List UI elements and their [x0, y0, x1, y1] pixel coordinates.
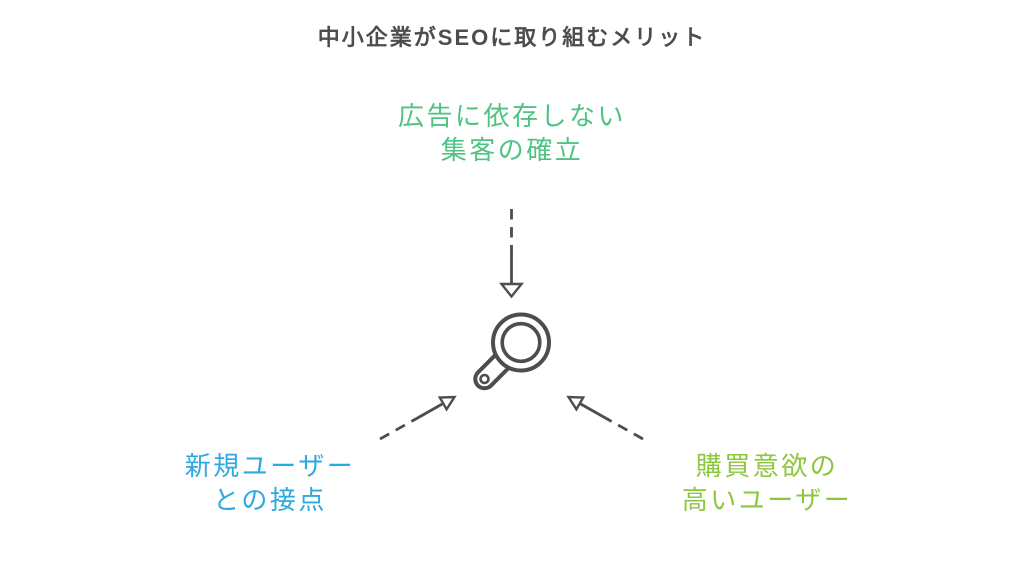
node-top-line2: 集客の確立: [440, 135, 584, 165]
arrow-right-head: [566, 395, 586, 412]
node-bottom-right-line2: 高いユーザー: [681, 485, 853, 515]
arrow-right-solid-segment: [578, 401, 610, 422]
arrow-bottomright-to-center: [566, 395, 644, 441]
arrow-bottomleft-to-center: [379, 395, 457, 441]
arrow-right-dashed-segment: [607, 418, 644, 441]
magnifier-handle-hole: [479, 373, 490, 385]
arrow-top-head: [499, 282, 524, 299]
node-top-line1: 広告に依存しない: [397, 101, 626, 131]
arrow-left-head: [437, 395, 457, 412]
magnifier-icon: [473, 312, 551, 391]
node-bottom-left-line2: との接点: [213, 485, 327, 515]
node-bottom-left-label: 新規ユーザー との接点: [70, 449, 470, 517]
arrow-top-to-center: [499, 209, 524, 299]
node-bottom-right-label: 購買意欲の 高いユーザー: [567, 449, 967, 517]
page-title: 中小企業がSEOに取り組むメリット: [317, 25, 707, 50]
node-bottom-right-line1: 購買意欲の: [695, 451, 839, 481]
node-top-label: 広告に依存しない 集客の確立: [0, 99, 1024, 167]
arrow-left-dashed-segment: [379, 418, 416, 441]
arrow-left-solid-segment: [413, 401, 445, 422]
node-bottom-left-line1: 新規ユーザー: [184, 451, 356, 481]
magnifier-lens-inner: [500, 321, 542, 364]
